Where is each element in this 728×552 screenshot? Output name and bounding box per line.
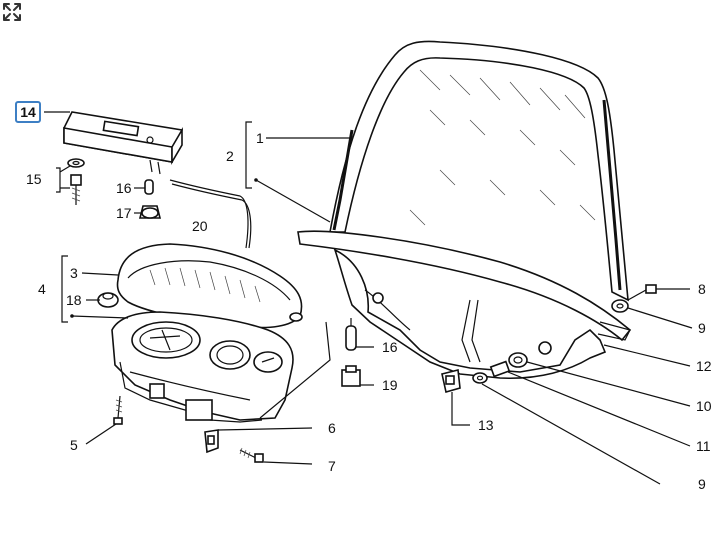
label-18: 18 [66, 292, 82, 308]
label-5: 5 [70, 437, 78, 453]
instrument-cover [116, 243, 303, 329]
label-16-top: 16 [116, 180, 132, 196]
instrument-panel [111, 311, 294, 423]
washer-9-bottom [472, 372, 488, 384]
spacer-11 [489, 360, 511, 378]
label-17: 17 [116, 205, 132, 221]
label-12: 12 [696, 358, 712, 374]
clip-6 [204, 429, 219, 454]
label-16-right: 16 [382, 339, 398, 355]
label-7: 7 [328, 458, 336, 474]
bulb-holder-17 [138, 205, 162, 219]
clip-13 [441, 369, 461, 394]
label-10: 10 [696, 398, 712, 414]
nut-10 [508, 352, 528, 368]
bulb-16-top [144, 179, 154, 195]
label-11: 11 [696, 438, 711, 454]
label-9-bottom: 9 [698, 476, 706, 492]
label-6: 6 [328, 420, 336, 436]
label-3: 3 [70, 265, 78, 281]
label-19: 19 [382, 377, 398, 393]
screw-8 [627, 284, 657, 301]
grommet-18 [97, 292, 119, 308]
expand-arrows-icon[interactable] [0, 0, 28, 28]
screw-5 [113, 395, 123, 425]
label-20: 20 [192, 218, 208, 234]
label-1: 1 [256, 130, 264, 146]
leader-lines [44, 111, 693, 485]
screw-7 [239, 447, 264, 463]
label-14-highlighted[interactable]: 14 [15, 101, 41, 123]
label-15: 15 [26, 171, 42, 187]
windshield [329, 40, 629, 302]
label-9-top: 9 [698, 320, 706, 336]
screw-and-washer-15 [67, 158, 85, 205]
bulb-16-bottom [345, 318, 357, 351]
label-8: 8 [698, 281, 706, 297]
washer-9-top [611, 299, 629, 313]
socket-19 [341, 365, 361, 387]
label-4: 4 [38, 281, 46, 297]
handlebar-cover [297, 230, 632, 380]
label-13: 13 [478, 417, 494, 433]
digital-clock [63, 111, 252, 249]
label-2: 2 [226, 148, 234, 164]
